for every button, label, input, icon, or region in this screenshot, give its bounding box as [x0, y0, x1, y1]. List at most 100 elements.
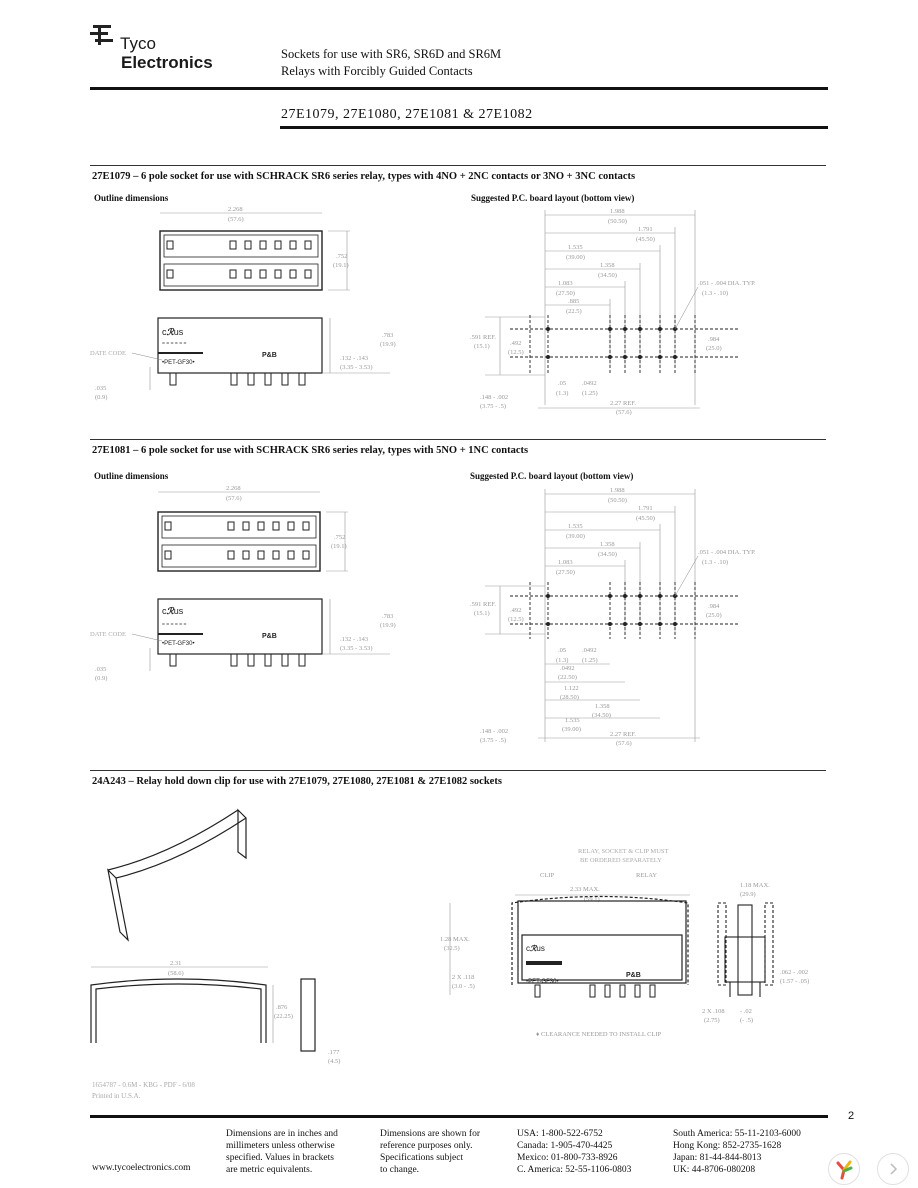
- svg-text:= = = = = =: = = = = = =: [162, 622, 187, 628]
- footer-rule: [90, 1115, 828, 1118]
- dim-depth-2: .752: [334, 534, 345, 541]
- footer-col3-line: USA: 1-800-522-6752: [517, 1129, 603, 1139]
- pcb-hole-note: .051 - .004 DIA. TYP.: [698, 280, 756, 287]
- pcb-total: 2.27 REF.: [610, 400, 636, 407]
- side-width-mm: (29.9): [740, 891, 756, 898]
- footer-column-3: USA: 1-800-522-6752 Canada: 1-905-470-44…: [517, 1128, 631, 1176]
- footer-col3-line: C. America: 52-55-1106-0803: [517, 1165, 632, 1175]
- relay-callout: RELAY: [636, 872, 657, 879]
- pcb-e1-mm: (1.3): [556, 390, 568, 397]
- dim-height-2: .783: [382, 613, 393, 620]
- clip-thickness: .177: [328, 1049, 340, 1056]
- dim-pin-w-mm: (3.35 - 3.53): [340, 364, 373, 371]
- viewer-logo-icon: [836, 1160, 853, 1180]
- pcb2-dim-p1-mm: (50.50): [608, 497, 627, 504]
- section-2-socket-top-view: 2.268 (57.6) .752 (19.1): [157, 485, 348, 572]
- next-page-button[interactable]: [877, 1153, 909, 1185]
- clearance-note: ♦ CLEARANCE NEEDED TO INSTALL CLIP: [536, 1031, 662, 1038]
- pcb-dim-p3-mm: (39.00): [566, 254, 585, 261]
- assembly-note-1: RELAY, SOCKET & CLIP MUST: [578, 848, 669, 855]
- svg-text:= = = = = =: = = = = = =: [162, 341, 187, 347]
- clip-height-mm: (22.25): [274, 1013, 293, 1020]
- part-marking: P&B: [262, 352, 277, 359]
- clip-thickness-mm: (4.5): [328, 1058, 340, 1065]
- svg-text:cℛus: cℛus: [162, 606, 184, 616]
- pcb2-dim-p2-mm: (45.50): [636, 515, 655, 522]
- print-info-line-1: 1654787 - 0.6M - KBG - PDF - 6/08: [92, 1081, 195, 1089]
- section-2-title: 27E1081 – 6 pole socket for use with SCH…: [92, 445, 529, 456]
- section-1-pcb-label: Suggested P.C. board layout (bottom view…: [471, 193, 635, 203]
- pcb-row2: .984: [708, 336, 720, 343]
- dim-depth: .752: [336, 253, 347, 260]
- pcb-row: .492: [510, 340, 521, 347]
- assembly-note-2: BE ORDERED SEPARATELY: [580, 857, 662, 864]
- dim-depth-mm-2: (19.1): [331, 543, 347, 550]
- assembly-width-mm: (59.1): [584, 896, 600, 903]
- side-gap: 2 X .108: [702, 1008, 725, 1015]
- section-1-rule: [90, 165, 826, 166]
- dim-height-mm-2: (19.9): [380, 622, 396, 629]
- document-subtitle: Sockets for use with SR6, SR6D and SR6M …: [281, 46, 501, 80]
- section-2-outline-label: Outline dimensions: [94, 471, 169, 481]
- pcb2-dim-p5: 1.083: [558, 559, 573, 566]
- dim-pin-w-2: .132 - .143: [340, 636, 368, 643]
- pcb2-p4b: 1.358: [595, 703, 610, 710]
- pcb2-dim-p4: 1.358: [600, 541, 615, 548]
- section-1-outline-label: Outline dimensions: [94, 193, 169, 203]
- footer-col4-line: Japan: 81-44-844-8013: [673, 1153, 762, 1163]
- viewer-logo-button[interactable]: [828, 1153, 860, 1185]
- pcb-ref: .591 REF.: [470, 334, 496, 341]
- assembly-height-mm: (32.5): [444, 945, 460, 952]
- assembly-part-marking: P&B: [626, 972, 641, 979]
- dim-pin-w-mm-2: (3.35 - 3.53): [340, 645, 373, 652]
- dim-width-mm: (57.6): [228, 216, 244, 223]
- dim-pin: .035: [95, 385, 106, 392]
- section-2-pcb-layout: 1.988 (50.50) 1.791 (45.50) 1.535 (39.00…: [470, 487, 756, 747]
- pcb-dim-p3: 1.535: [568, 244, 583, 251]
- subtitle-line-1: Sockets for use with SR6, SR6D and SR6M: [281, 47, 502, 61]
- footer-col1-line: specified. Values in brackets: [226, 1153, 334, 1163]
- pcb2-ref-mm: (15.1): [474, 610, 490, 617]
- footer-column-4: South America: 55-11-2103-6000 Hong Kong…: [673, 1128, 801, 1176]
- pcb2-hole-note-mm: (1.3 - .10): [702, 559, 728, 566]
- pcb2-p4b-mm: (34.50): [592, 712, 611, 719]
- clip-callout: CLIP: [540, 872, 554, 879]
- pcb-dim-p4-mm: (34.50): [598, 272, 617, 279]
- clip-width: 2.31: [170, 960, 181, 967]
- tyco-logo-icon: [90, 25, 113, 45]
- dim-height: .783: [382, 332, 393, 339]
- dim-pin-w: .132 - .143: [340, 355, 368, 362]
- side-gap2: - .02: [740, 1008, 752, 1015]
- pcb-dim-p6-mm: (22.5): [566, 308, 582, 315]
- pcb2-row: .492: [510, 607, 521, 614]
- assembly-width: 2.33 MAX.: [570, 886, 600, 893]
- pcb-total-mm: (57.6): [616, 409, 632, 416]
- clip-width-mm: (58.6): [168, 970, 184, 977]
- pcb2-e1: .05: [558, 647, 566, 654]
- pcb2-n1-mm: (22.50): [558, 674, 577, 681]
- pcb-dim-p6: .885: [568, 298, 579, 305]
- pcb-dim-p5: 1.083: [558, 280, 573, 287]
- footer-col2-line: to change.: [380, 1165, 420, 1175]
- dim-pin-mm-2: (0.9): [95, 675, 107, 682]
- section-3-title: 24A243 – Relay hold down clip for use wi…: [92, 776, 502, 787]
- header-rule-bottom: [280, 126, 828, 129]
- footer-website[interactable]: www.tycoelectronics.com: [92, 1163, 191, 1173]
- footer-col4-line: South America: 55-11-2103-6000: [673, 1129, 801, 1139]
- pcb2-dim-p2: 1.791: [638, 505, 653, 512]
- pcb-edge-mm: (3.75 - .5): [480, 403, 506, 410]
- print-info: 1654787 - 0.6M - KBG - PDF - 6/08 Printe…: [92, 1080, 195, 1102]
- clip-isometric-drawing: [107, 808, 247, 942]
- pcb-edge: .148 - .002: [480, 394, 508, 401]
- pcb-dim-p2-mm: (45.50): [636, 236, 655, 243]
- logo-line-2: Electronics: [121, 53, 213, 72]
- chevron-right-icon: [890, 1163, 898, 1175]
- pcb-e1: .05: [558, 380, 566, 387]
- footer-col1-line: millimeters unless otherwise: [226, 1141, 335, 1151]
- section-1-socket-top-view: 2.268 (57.6) .752 (19.1): [159, 206, 350, 291]
- section-2-rule: [90, 439, 826, 440]
- assembly-x2: 2 X .118: [452, 974, 474, 981]
- pcb2-row2-mm: (25.0): [706, 612, 722, 619]
- logo-line-1: Tyco: [120, 34, 156, 53]
- print-info-line-2: Printed in U.S.A.: [92, 1092, 141, 1100]
